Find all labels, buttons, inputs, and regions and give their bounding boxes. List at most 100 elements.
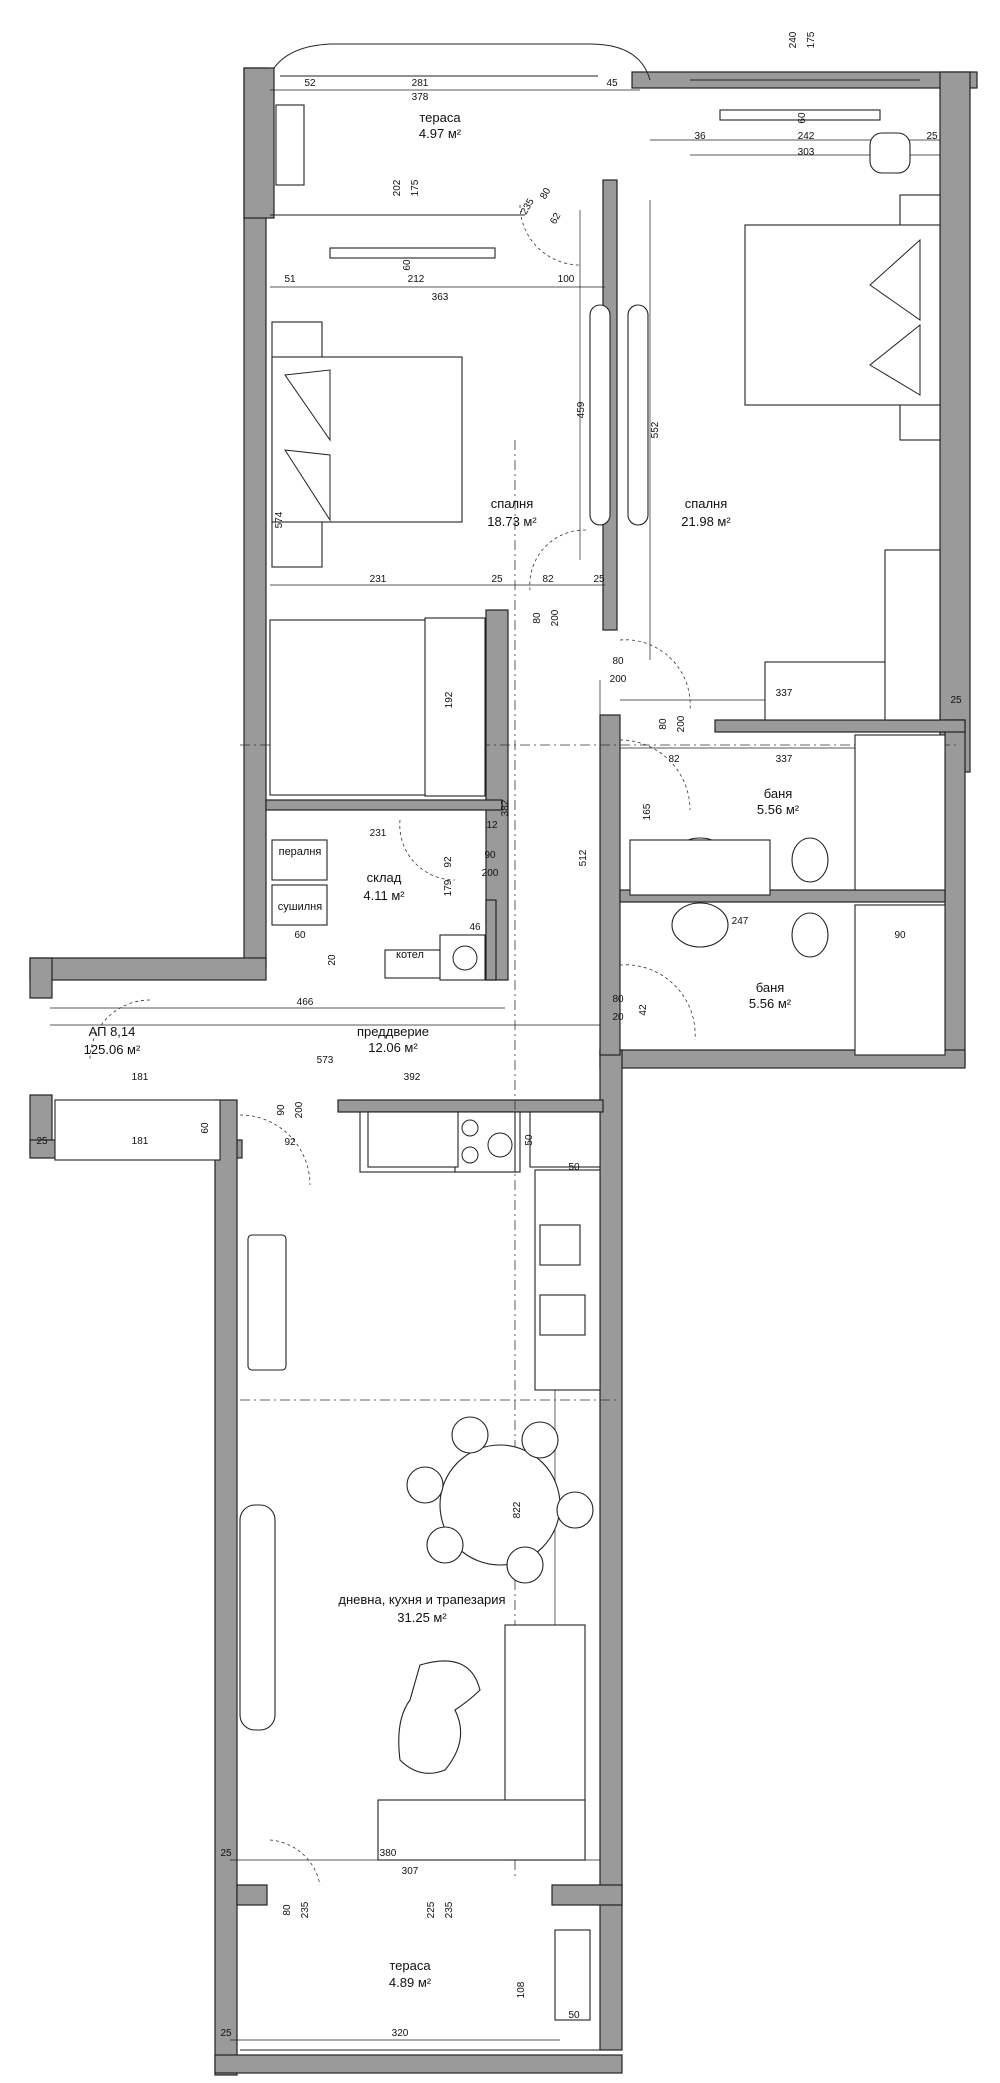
- dim-181b: 181: [132, 1136, 149, 1147]
- dim-108: 108: [516, 1981, 527, 1998]
- dim-80f: 80: [282, 1904, 293, 1916]
- dim-337a: 337: [776, 688, 793, 699]
- entrance-cabinet: [54, 1099, 221, 1161]
- door-entrance[interactable]: [239, 1114, 311, 1186]
- armchair-right-bedroom: [869, 132, 911, 174]
- dim-50c: 50: [568, 2010, 580, 2021]
- dim-363: 363: [432, 292, 449, 303]
- dim-179: 179: [443, 879, 454, 896]
- dim-36: 36: [694, 131, 706, 142]
- dim-45: 45: [606, 78, 618, 89]
- dim-380: 380: [380, 1848, 397, 1859]
- dryer-label: сушилня: [278, 901, 322, 913]
- radiator-left-bedroom: [329, 247, 496, 259]
- dim-25b: 25: [491, 574, 503, 585]
- room-area-living: 31.25 м²: [397, 1610, 447, 1625]
- sofa: [377, 1624, 586, 1861]
- dim-92a: 92: [443, 856, 454, 868]
- dryer-box: [271, 884, 328, 926]
- kitchen-counter-side: [534, 1169, 601, 1391]
- door-terrace-bottom[interactable]: [269, 1839, 321, 1886]
- dim-80d: 80: [658, 718, 669, 730]
- door-right-bedroom[interactable]: [619, 639, 691, 711]
- dim-225: 225: [426, 1901, 437, 1918]
- dim-200a: 200: [550, 609, 561, 626]
- boiler-box: [384, 949, 441, 979]
- dim-392: 392: [404, 1072, 421, 1083]
- dim-231a: 231: [370, 574, 387, 585]
- sliding-panel-living: [239, 1504, 276, 1731]
- room-area-bedroom-right: 21.98 м²: [681, 514, 731, 529]
- dim-281: 281: [412, 78, 429, 89]
- bed-pillows: [284, 369, 331, 522]
- dim-235b: 235: [300, 1901, 311, 1918]
- wall-entrance-left: [29, 957, 53, 999]
- room-area-bath-1: 5.56 м²: [757, 802, 800, 817]
- dim-80a: 80: [538, 186, 553, 202]
- wardrobe-left-section: [424, 617, 486, 797]
- dim-822: 822: [512, 1501, 523, 1518]
- room-name-terrace-bottom: тераса: [389, 1958, 431, 1973]
- chair-5: [426, 1526, 464, 1564]
- dim-247: 247: [732, 916, 749, 927]
- dim-165: 165: [642, 803, 653, 820]
- bath-2-fixtures: [671, 902, 946, 1056]
- dim-80b: 80: [532, 612, 543, 624]
- dim-192: 192: [444, 691, 455, 708]
- dim-50a: 50: [524, 1134, 535, 1146]
- door-storage[interactable]: [399, 819, 456, 881]
- dim-175a: 175: [806, 31, 817, 48]
- room-name-terrace-top: тераса: [419, 110, 461, 125]
- exterior-walls: [29, 67, 978, 2076]
- room-area-bath-2: 5.56 м²: [749, 996, 792, 1011]
- wall-entrance-top: [29, 957, 267, 981]
- fridge: [529, 1111, 601, 1168]
- room-area-terrace-bottom: 4.89 м²: [389, 1975, 432, 1990]
- dim-60b: 60: [402, 259, 413, 271]
- dim-200c: 200: [676, 715, 687, 732]
- wardrobe-right-section: [884, 549, 941, 721]
- door-bath-2[interactable]: [619, 964, 696, 1041]
- door-bath-1[interactable]: [619, 739, 691, 811]
- wall-kitchen-top: [337, 1099, 604, 1113]
- wall-terrace-bottom-left: [236, 1884, 268, 1906]
- apartment-area: 125.06 м²: [84, 1042, 141, 1057]
- room-name-bedroom-right: спалня: [685, 496, 728, 511]
- wall-bedroom-hall: [485, 609, 509, 981]
- bed-mattress: [271, 356, 463, 523]
- dim-60a: 60: [797, 112, 808, 124]
- room-name-bath-2: баня: [756, 980, 785, 995]
- dining-table: [406, 1416, 594, 1584]
- dim-80c: 80: [612, 656, 624, 667]
- door-left-bedroom[interactable]: [529, 529, 587, 591]
- dim-100: 100: [558, 274, 575, 285]
- dim-25c: 25: [593, 574, 605, 585]
- dim-242: 242: [798, 131, 815, 142]
- wardrobe-left: [269, 617, 486, 797]
- sliding-panel-right: [627, 304, 649, 526]
- wardrobe-right: [764, 549, 941, 721]
- wall-bedroom-bath: [714, 719, 966, 733]
- dim-25f: 25: [220, 1848, 232, 1859]
- burner-3: [461, 1146, 479, 1164]
- dim-80e: 80: [612, 994, 624, 1005]
- toilet-bath-2: [671, 902, 729, 948]
- dim-92b: 92: [284, 1137, 296, 1148]
- room-area-bedroom-left: 18.73 м²: [487, 514, 537, 529]
- terrace-top-railing: [273, 43, 651, 81]
- chair-3: [406, 1466, 444, 1504]
- bed-right-bedroom: [744, 194, 941, 441]
- bed-pillows-right: [869, 238, 921, 396]
- chair-1: [451, 1416, 489, 1454]
- room-area-hall: 12.06 м²: [368, 1040, 418, 1055]
- sliding-panel-left: [589, 304, 611, 526]
- dim-307: 307: [402, 1866, 419, 1877]
- burner-1: [461, 1119, 479, 1137]
- dim-62: 62: [548, 211, 563, 227]
- dim-200d: 200: [482, 868, 499, 879]
- dim-25e: 25: [36, 1136, 48, 1147]
- dim-90c: 90: [276, 1104, 287, 1116]
- bed-left-bedroom: [271, 321, 463, 568]
- chair-2: [521, 1421, 559, 1459]
- dim-42: 42: [638, 1004, 649, 1016]
